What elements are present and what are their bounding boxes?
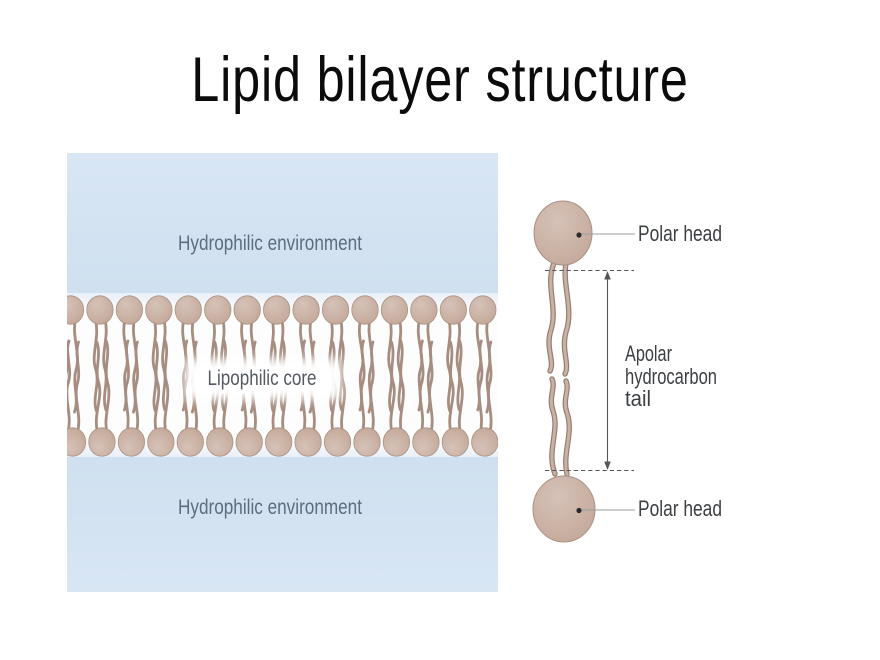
bilayer-diagram: Hydrophilic environment Lipophilic core …	[67, 153, 498, 592]
top-polar-head	[533, 200, 593, 266]
lipophilic-core-label: Lipophilic core	[208, 367, 317, 390]
hydrophilic-top-label: Hydrophilic environment	[178, 232, 362, 255]
head-dot-top	[576, 232, 582, 238]
polar-head-top-label: Polar head	[638, 221, 722, 246]
apolar-tail-label-line3: tail	[625, 386, 651, 411]
tail-extent-arrow	[604, 271, 611, 470]
water-top-region	[67, 153, 498, 293]
bottom-polar-head	[532, 475, 596, 543]
water-bottom-region	[67, 457, 498, 592]
apolar-tail-label: Apolar hydrocarbon tail	[625, 341, 717, 411]
head-dot-bottom	[576, 507, 582, 514]
hydrocarbon-tails	[546, 260, 572, 477]
apolar-tail-label-line1: Apolar	[625, 341, 672, 366]
apolar-tail-label-line2: hydrocarbon	[625, 364, 717, 389]
page-title: Lipid bilayer structure	[191, 45, 689, 115]
core-label-clearing	[185, 359, 341, 399]
phospholipid-diagram: Polar head Apolar hydrocarbon tail Polar…	[510, 185, 880, 565]
polar-head-bottom-label: Polar head	[638, 496, 722, 521]
molecule-svg: Polar head Apolar hydrocarbon tail Polar…	[532, 200, 722, 543]
bilayer-svg: Hydrophilic environment Lipophilic core …	[67, 153, 498, 592]
hydrophilic-bottom-label: Hydrophilic environment	[178, 496, 362, 519]
tail-extent-guides	[545, 269, 634, 472]
